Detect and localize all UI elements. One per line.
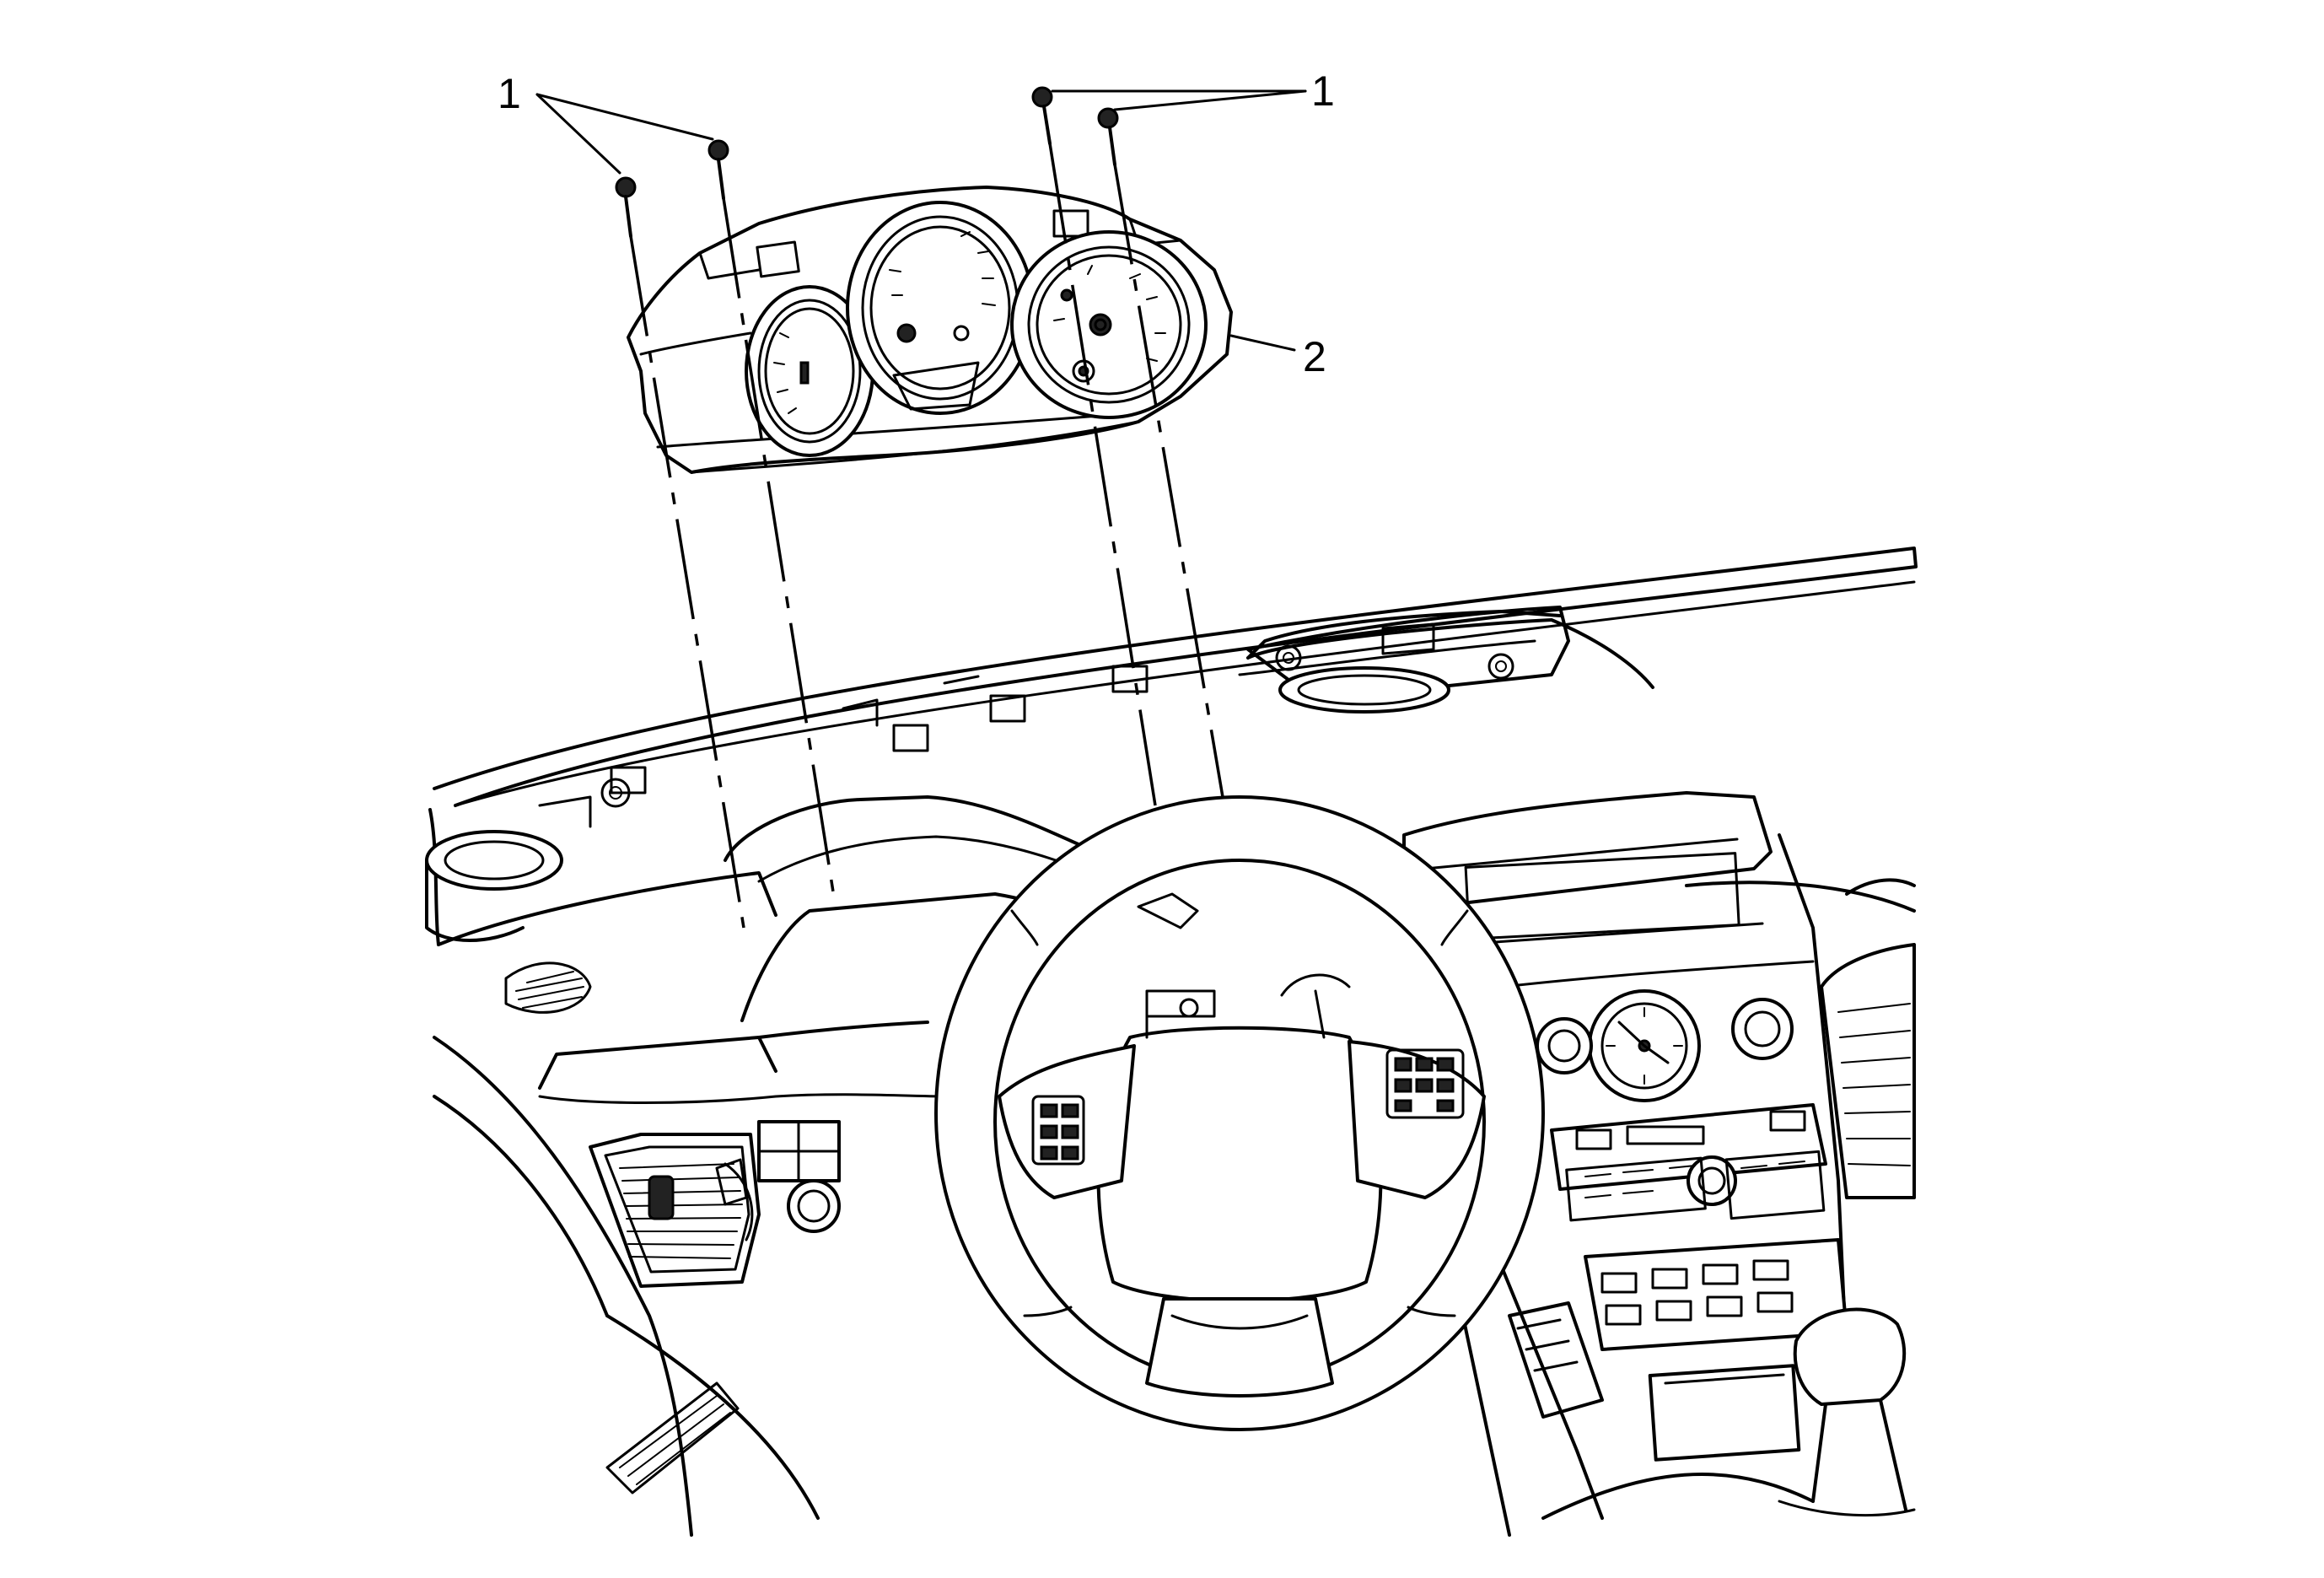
right-knob bbox=[1731, 998, 1794, 1060]
left-gauge bbox=[745, 285, 874, 457]
screw-3 bbox=[1031, 86, 1053, 145]
analog-clock bbox=[1588, 989, 1701, 1102]
callout-2: 2 bbox=[1303, 333, 1326, 380]
instrument-panel bbox=[425, 547, 1918, 1537]
steering-wheel bbox=[934, 795, 1545, 1431]
lower-left-grille bbox=[605, 1381, 740, 1495]
right-air-vent bbox=[1820, 943, 1916, 1199]
right-spoke-buttons bbox=[1385, 1048, 1465, 1119]
callout-left-group: 1 bbox=[498, 70, 714, 175]
callout-1-left: 1 bbox=[498, 70, 521, 117]
headlamp-switch bbox=[715, 1120, 841, 1233]
tachometer bbox=[1010, 230, 1208, 419]
callout-cluster-group: 2 bbox=[1229, 333, 1326, 380]
callout-right-group: 1 bbox=[1051, 67, 1335, 115]
cluster-screws bbox=[615, 86, 1119, 238]
left-knob bbox=[1536, 1017, 1593, 1074]
gear-shift-knob bbox=[1778, 1307, 1916, 1517]
instrument-cluster bbox=[627, 186, 1233, 474]
climate-control-buttons bbox=[1584, 1238, 1848, 1462]
left-air-vent bbox=[589, 1133, 761, 1288]
speedometer bbox=[846, 201, 1035, 415]
screw-4 bbox=[1097, 107, 1119, 166]
alignment-lines bbox=[629, 143, 1224, 929]
screw-2 bbox=[707, 139, 729, 200]
radio-control-panel bbox=[1550, 1103, 1827, 1222]
left-speaker-grille bbox=[504, 961, 592, 1014]
callout-1-right: 1 bbox=[1311, 67, 1335, 115]
left-spoke-buttons bbox=[1031, 1095, 1085, 1166]
screw-1 bbox=[615, 176, 637, 238]
